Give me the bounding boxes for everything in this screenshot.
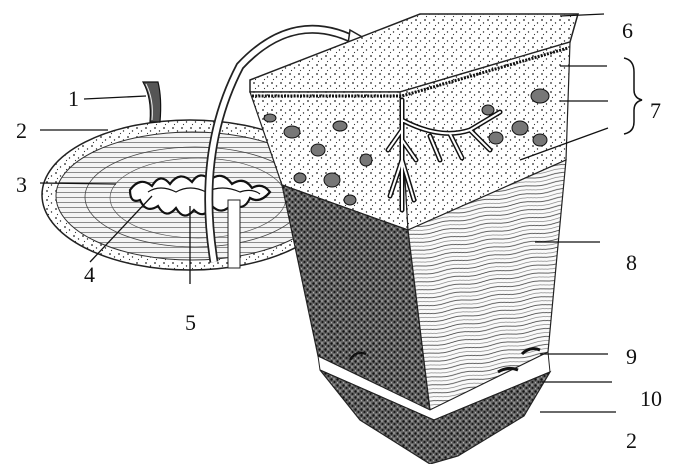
label-9: 9 bbox=[626, 346, 637, 368]
label-1: 1 bbox=[68, 88, 79, 110]
label-3: 3 bbox=[16, 174, 27, 196]
label-5: 5 bbox=[185, 312, 196, 334]
tissue-block bbox=[250, 14, 578, 464]
label-7: 7 bbox=[650, 100, 661, 122]
label-4: 4 bbox=[84, 264, 95, 286]
cut-gap bbox=[228, 200, 240, 268]
label-2-right: 2 bbox=[626, 430, 637, 452]
label-8: 8 bbox=[626, 252, 637, 274]
label-10: 10 bbox=[640, 388, 662, 410]
label-6: 6 bbox=[622, 20, 633, 42]
label-2-left: 2 bbox=[16, 120, 27, 142]
